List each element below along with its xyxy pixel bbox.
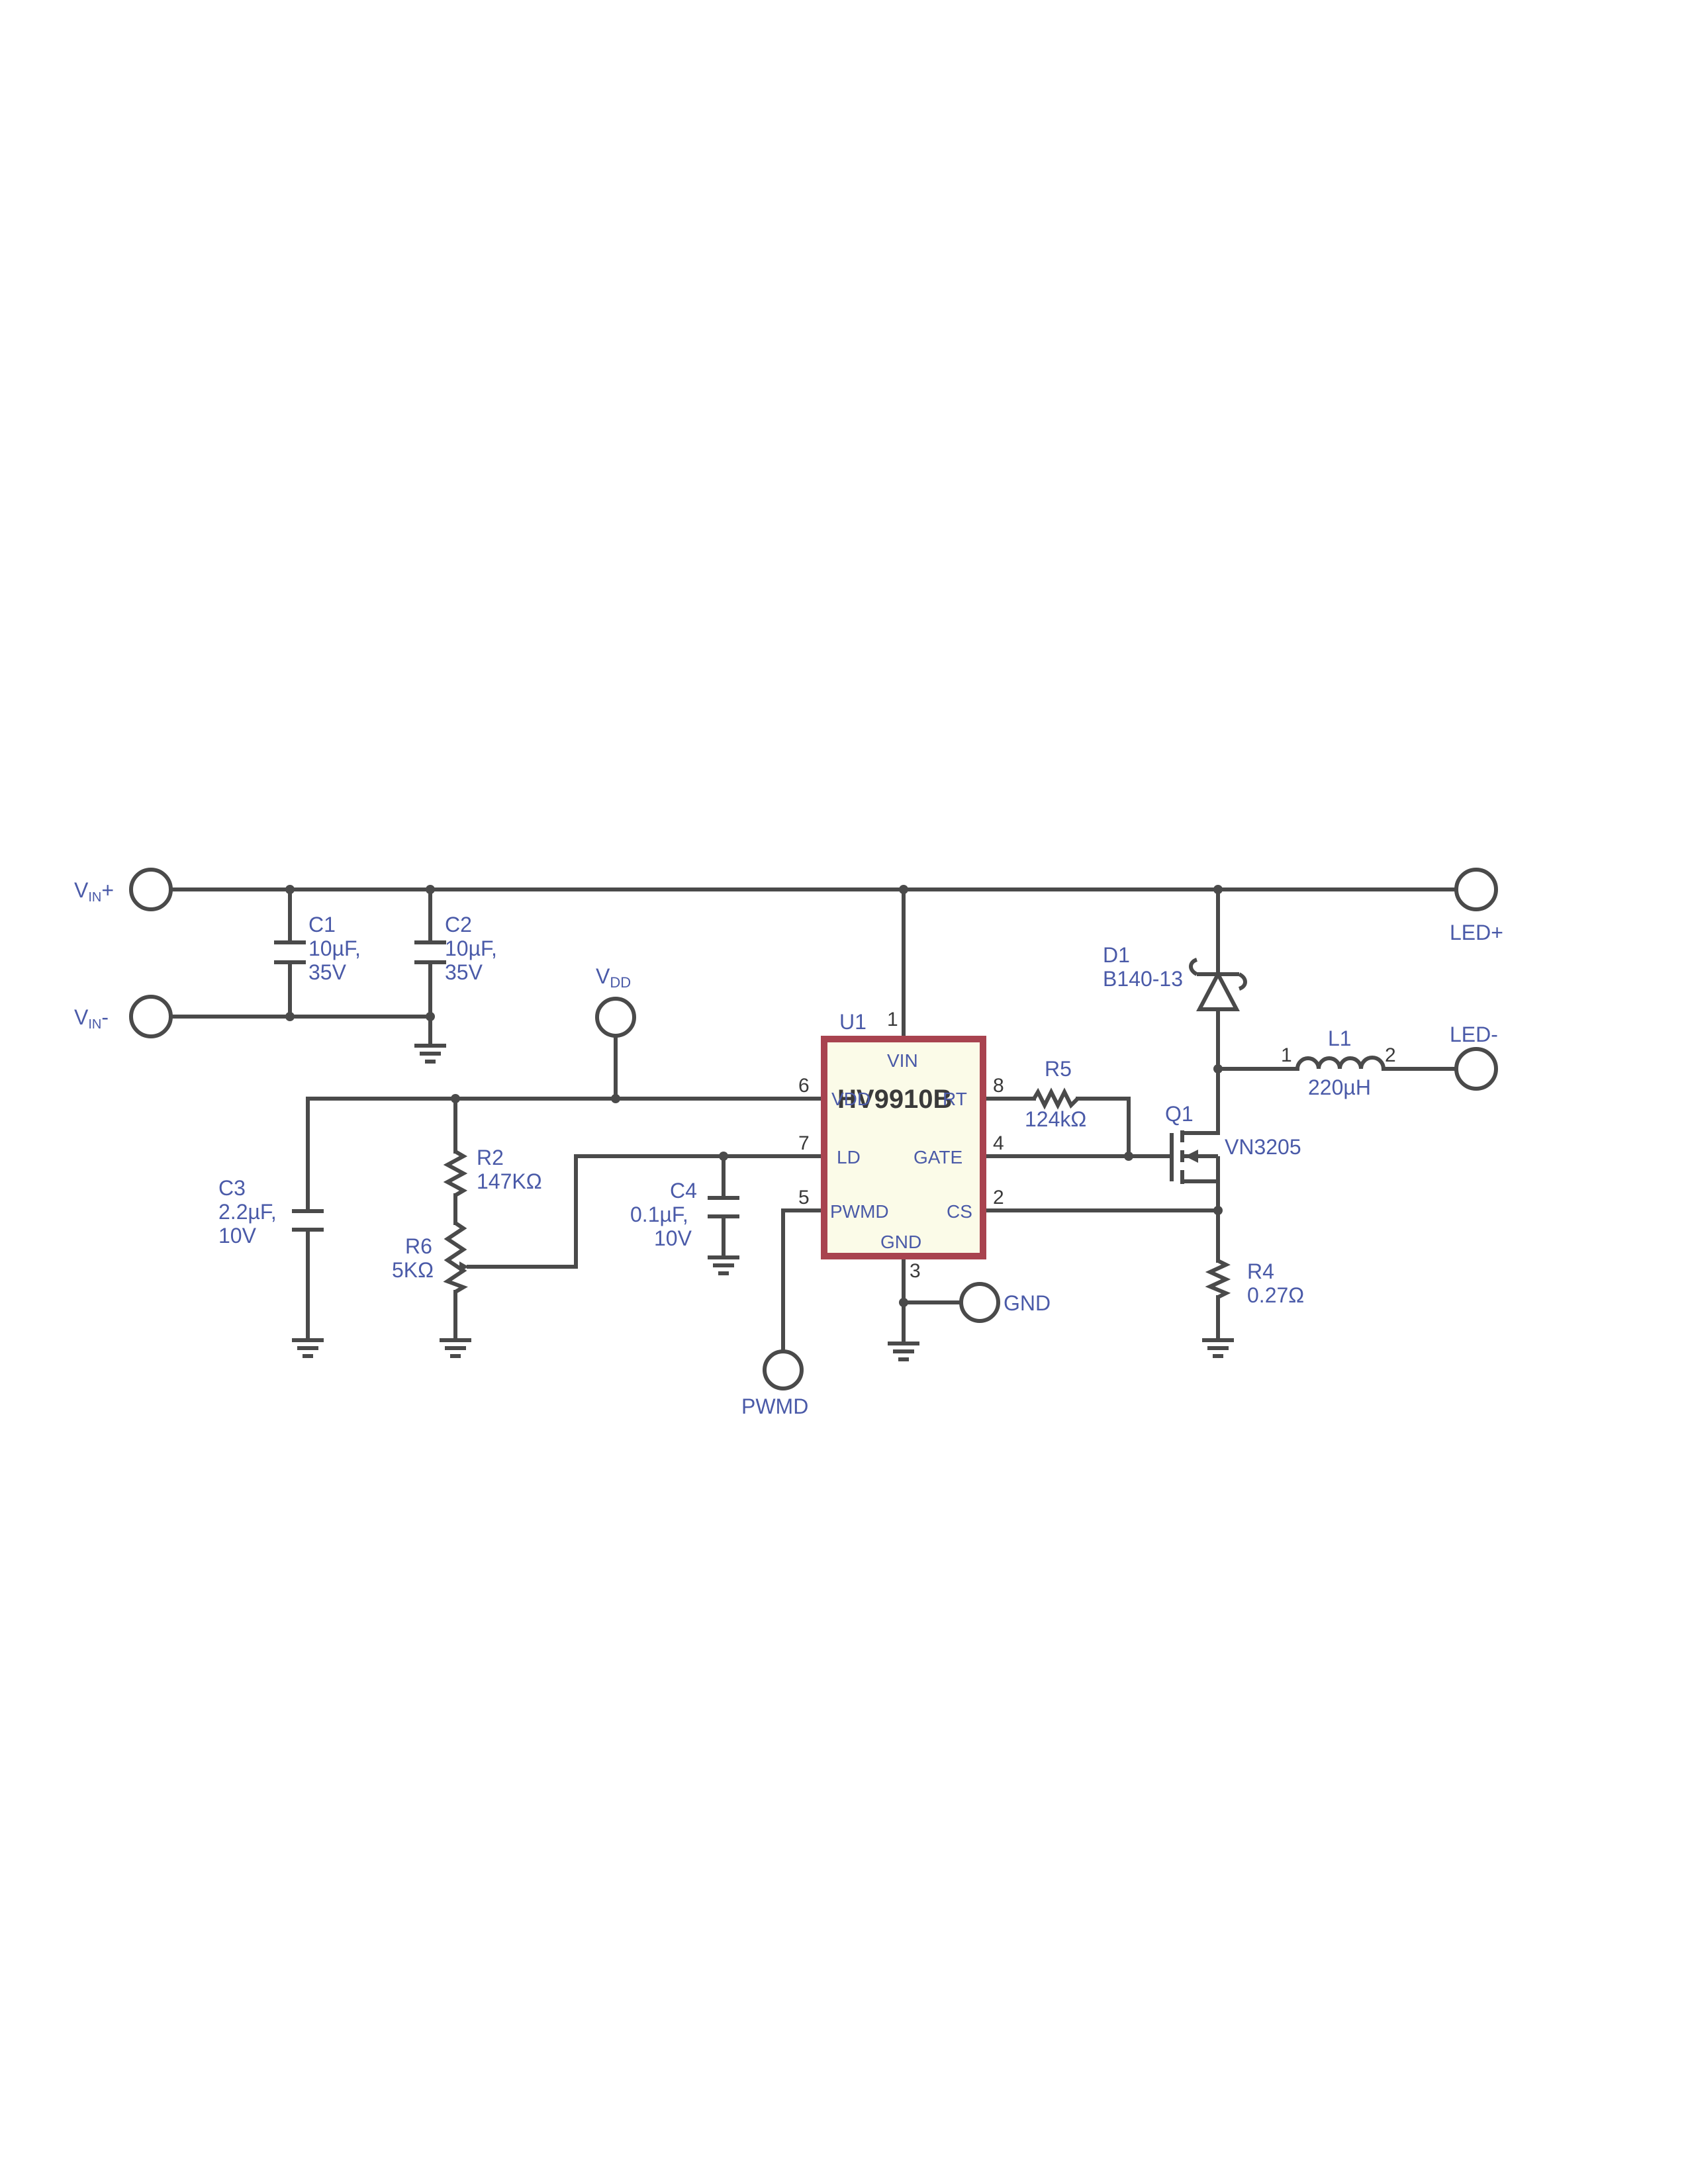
resistor-r4: R4 0.27Ω <box>1205 1259 1304 1307</box>
svg-text:10µF,: 10µF, <box>445 936 497 960</box>
svg-text:7: 7 <box>798 1132 810 1154</box>
capacitor-c2: C2 10µF, 35V <box>414 913 497 984</box>
svg-text:0.27Ω: 0.27Ω <box>1247 1283 1304 1307</box>
terminal-led-plus: LED+ <box>1450 868 1503 944</box>
svg-text:0.1µF,: 0.1µF, <box>630 1203 688 1226</box>
ground-c2 <box>414 1044 446 1064</box>
svg-text:C4: C4 <box>670 1179 697 1203</box>
svg-text:C2: C2 <box>445 913 472 936</box>
svg-text:R6: R6 <box>405 1234 432 1258</box>
svg-text:GATE: GATE <box>914 1147 962 1167</box>
junctions <box>285 885 1223 1307</box>
svg-text:B140-13: B140-13 <box>1103 967 1183 991</box>
svg-text:GND: GND <box>1004 1291 1051 1315</box>
terminal-pwmd: PWMD <box>741 1349 808 1418</box>
svg-text:220µH: 220µH <box>1308 1075 1371 1099</box>
svg-text:VIN: VIN <box>887 1050 918 1071</box>
svg-text:3: 3 <box>910 1260 921 1282</box>
svg-text:1: 1 <box>887 1009 898 1030</box>
svg-text:L1: L1 <box>1328 1026 1352 1050</box>
wires <box>169 887 1458 1353</box>
svg-text:VN3205: VN3205 <box>1225 1135 1301 1159</box>
svg-text:35V: 35V <box>308 960 347 984</box>
resistor-r2: R2 147KΩ <box>443 1146 542 1197</box>
capacitor-c3: C3 2.2µF, 10V <box>218 1176 324 1248</box>
ground-u1 <box>888 1342 919 1361</box>
svg-text:5KΩ: 5KΩ <box>392 1258 434 1282</box>
svg-text:C3: C3 <box>218 1176 246 1200</box>
svg-text:LD: LD <box>837 1147 861 1167</box>
svg-text:VIN+: VIN+ <box>74 878 114 905</box>
svg-text:2: 2 <box>1385 1044 1396 1066</box>
mosfet-q1: Q1 VN3205 <box>1165 1102 1301 1184</box>
svg-text:2.2µF,: 2.2µF, <box>218 1200 277 1224</box>
ic-u1: U1 HV9910B VIN VDD RT LD GATE PWMD CS GN… <box>798 1009 1004 1282</box>
svg-text:VDD: VDD <box>831 1089 870 1109</box>
svg-text:Q1: Q1 <box>1165 1102 1194 1126</box>
terminal-vin-plus: VIN+ <box>74 868 173 911</box>
ground-symbols <box>292 1044 1234 1361</box>
svg-text:124kΩ: 124kΩ <box>1025 1107 1086 1131</box>
svg-text:5: 5 <box>798 1187 810 1208</box>
svg-text:RT: RT <box>943 1089 967 1109</box>
ground-c4 <box>708 1255 739 1275</box>
svg-text:1: 1 <box>1281 1044 1292 1066</box>
svg-text:10V: 10V <box>218 1224 257 1248</box>
terminal-vin-minus: VIN- <box>74 995 173 1038</box>
svg-text:PWMD: PWMD <box>741 1394 808 1418</box>
svg-text:VDD: VDD <box>596 964 631 991</box>
svg-text:GND: GND <box>880 1232 921 1252</box>
svg-text:R5: R5 <box>1045 1057 1072 1081</box>
svg-text:VIN-: VIN- <box>74 1005 109 1032</box>
ground-c3 <box>292 1338 324 1358</box>
inductor-l1: L1 220µH 1 2 <box>1281 1026 1396 1099</box>
svg-text:LED+: LED+ <box>1450 921 1503 944</box>
svg-text:2: 2 <box>993 1187 1004 1208</box>
terminal-gnd: GND <box>959 1282 1051 1323</box>
svg-text:D1: D1 <box>1103 943 1130 967</box>
svg-text:LED-: LED- <box>1450 1023 1498 1046</box>
ground-r6 <box>440 1338 471 1358</box>
svg-text:R2: R2 <box>477 1146 504 1169</box>
resistor-r5: R5 124kΩ <box>1025 1057 1086 1131</box>
svg-text:10V: 10V <box>654 1226 692 1250</box>
potentiometer-r6: R6 5KΩ <box>392 1221 469 1294</box>
svg-text:PWMD: PWMD <box>830 1201 889 1222</box>
svg-text:CS: CS <box>947 1201 972 1222</box>
terminal-vdd: VDD <box>595 964 636 1038</box>
terminal-led-minus: LED- <box>1450 1023 1498 1091</box>
svg-text:147KΩ: 147KΩ <box>477 1169 542 1193</box>
svg-text:U1: U1 <box>839 1010 867 1034</box>
svg-text:HV9910B: HV9910B <box>837 1085 952 1114</box>
ground-r4 <box>1202 1338 1234 1358</box>
svg-text:R4: R4 <box>1247 1259 1274 1283</box>
capacitor-c4: C4 0.1µF, 10V <box>630 1179 739 1250</box>
svg-text:10µF,: 10µF, <box>308 936 361 960</box>
capacitor-c1: C1 10µF, 35V <box>274 913 361 984</box>
svg-text:8: 8 <box>993 1075 1004 1097</box>
svg-text:C1: C1 <box>308 913 336 936</box>
diode-d1: D1 B140-13 <box>1103 938 1247 1011</box>
svg-text:6: 6 <box>798 1075 810 1097</box>
svg-text:35V: 35V <box>445 960 483 984</box>
svg-text:4: 4 <box>993 1132 1004 1154</box>
